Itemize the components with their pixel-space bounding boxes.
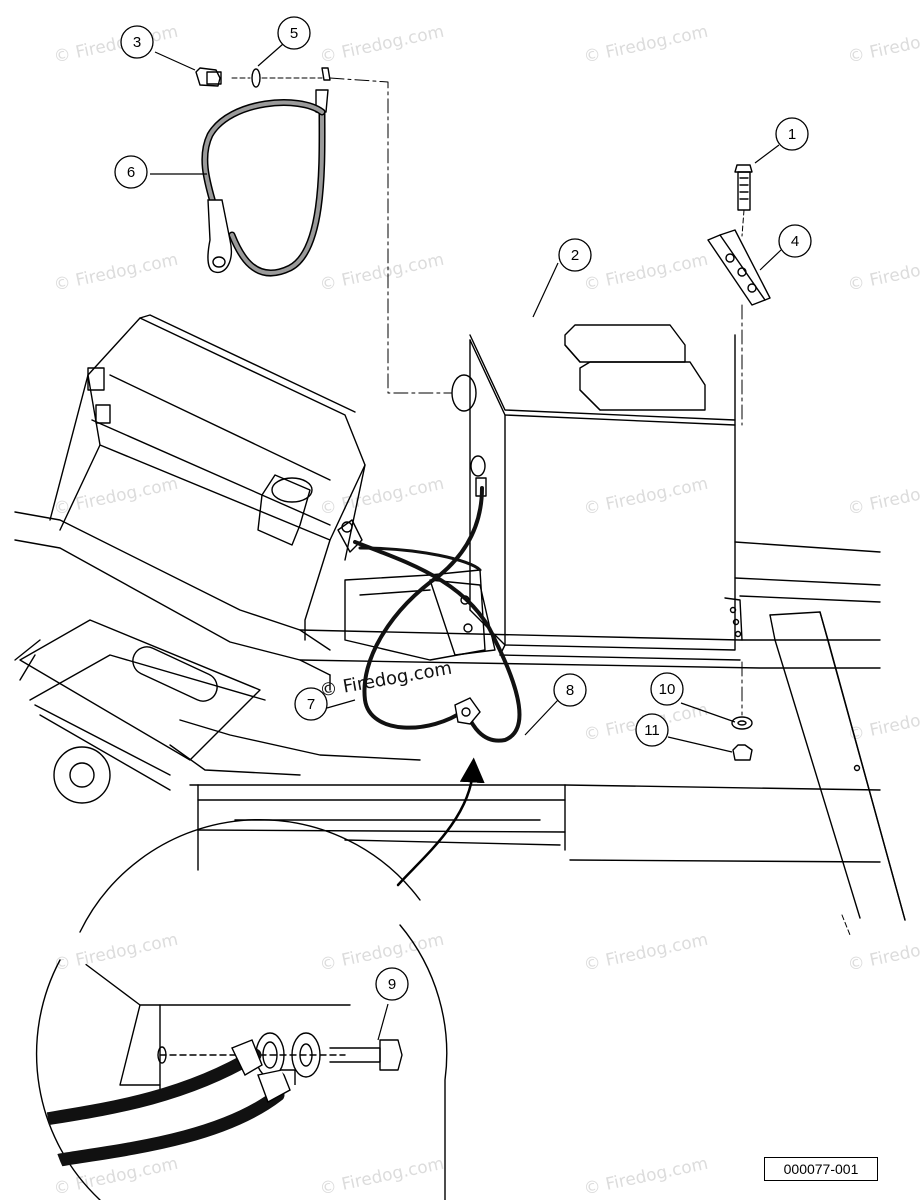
callout-10: 10 [650,672,684,706]
callout-label: 9 [388,976,396,993]
callout-label: 8 [566,682,574,699]
tilted-tray [49,314,366,641]
callout-label: 1 [788,126,796,143]
callout-11: 11 [635,713,669,747]
callout-leaders [150,43,782,1041]
callout-circle [277,16,311,50]
callout-circle [775,117,809,151]
callout-label: 7 [307,696,315,713]
callout-circle [778,224,812,258]
callout-circle [294,687,328,721]
callout-label: 10 [659,681,676,698]
callout-label: 3 [133,34,141,51]
callout-9: 9 [375,967,409,1001]
cables [45,99,522,1167]
chassis-frame [14,511,906,921]
callout-label: 5 [290,25,298,42]
leader-lines [231,77,851,936]
callout-label: 2 [571,247,579,264]
callout-3: 3 [120,25,154,59]
callout-label: 11 [644,722,660,739]
callout-circle [558,238,592,272]
detail-view [35,818,448,1200]
callout-circle [120,25,154,59]
callout-8: 8 [553,673,587,707]
callout-2: 2 [558,238,592,272]
bolt-and-washer [195,67,331,113]
callout-label: 6 [127,164,135,181]
callout-circle [114,155,148,189]
battery-box [344,324,743,661]
figure-id-box: 000077-001 [764,1157,878,1181]
bolt-and-bracket [707,164,771,761]
callout-circle [650,672,684,706]
cable-lugs [207,199,481,1104]
callout-4: 4 [778,224,812,258]
callout-7: 7 [294,687,328,721]
callout-circle [553,673,587,707]
callout-circle [635,713,669,747]
callout-6: 6 [114,155,148,189]
callout-label: 4 [791,233,799,250]
callout-5: 5 [277,16,311,50]
callout-circle [375,967,409,1001]
callout-1: 1 [775,117,809,151]
